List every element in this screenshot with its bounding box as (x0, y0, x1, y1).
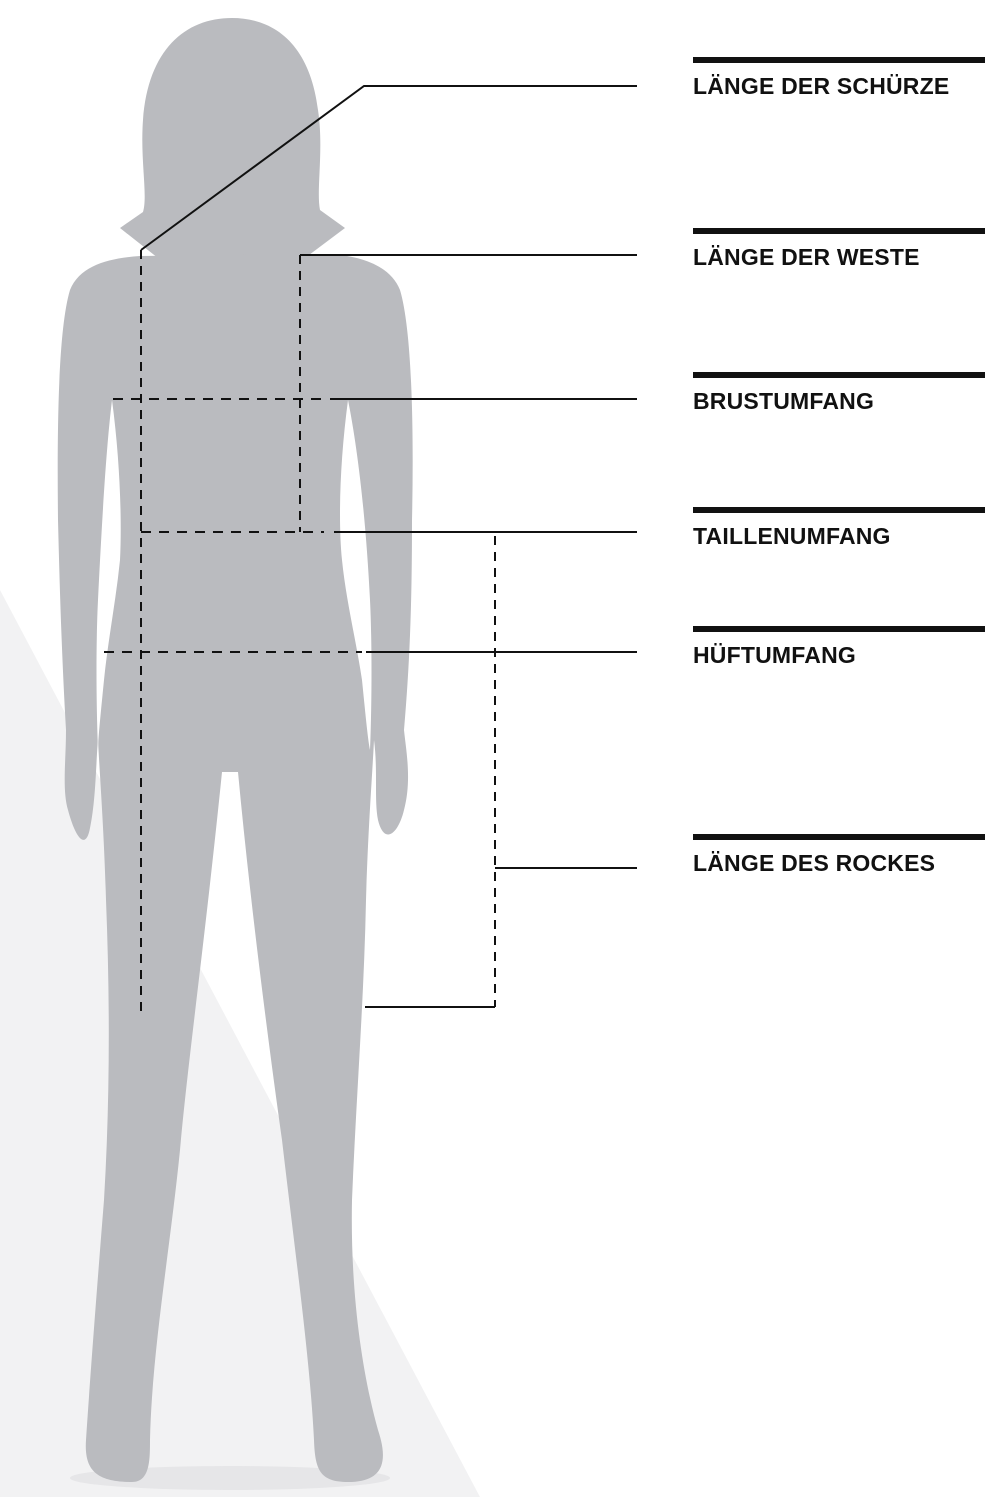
label-hip: HÜFTUMFANG (693, 626, 985, 669)
label-chest-text: BRUSTUMFANG (693, 388, 985, 415)
label-skirt-length-text: LÄNGE DES ROCKES (693, 850, 985, 877)
label-chest: BRUSTUMFANG (693, 372, 985, 415)
label-vest-length-text: LÄNGE DER WESTE (693, 244, 985, 271)
label-hip-text: HÜFTUMFANG (693, 642, 985, 669)
label-skirt-length: LÄNGE DES ROCKES (693, 834, 985, 877)
label-waist: TAILLENUMFANG (693, 507, 985, 550)
label-apron-length: LÄNGE DER SCHÜRZE (693, 57, 985, 100)
label-vest-length: LÄNGE DER WESTE (693, 228, 985, 271)
label-apron-length-text: LÄNGE DER SCHÜRZE (693, 73, 985, 100)
label-waist-text: TAILLENUMFANG (693, 523, 985, 550)
